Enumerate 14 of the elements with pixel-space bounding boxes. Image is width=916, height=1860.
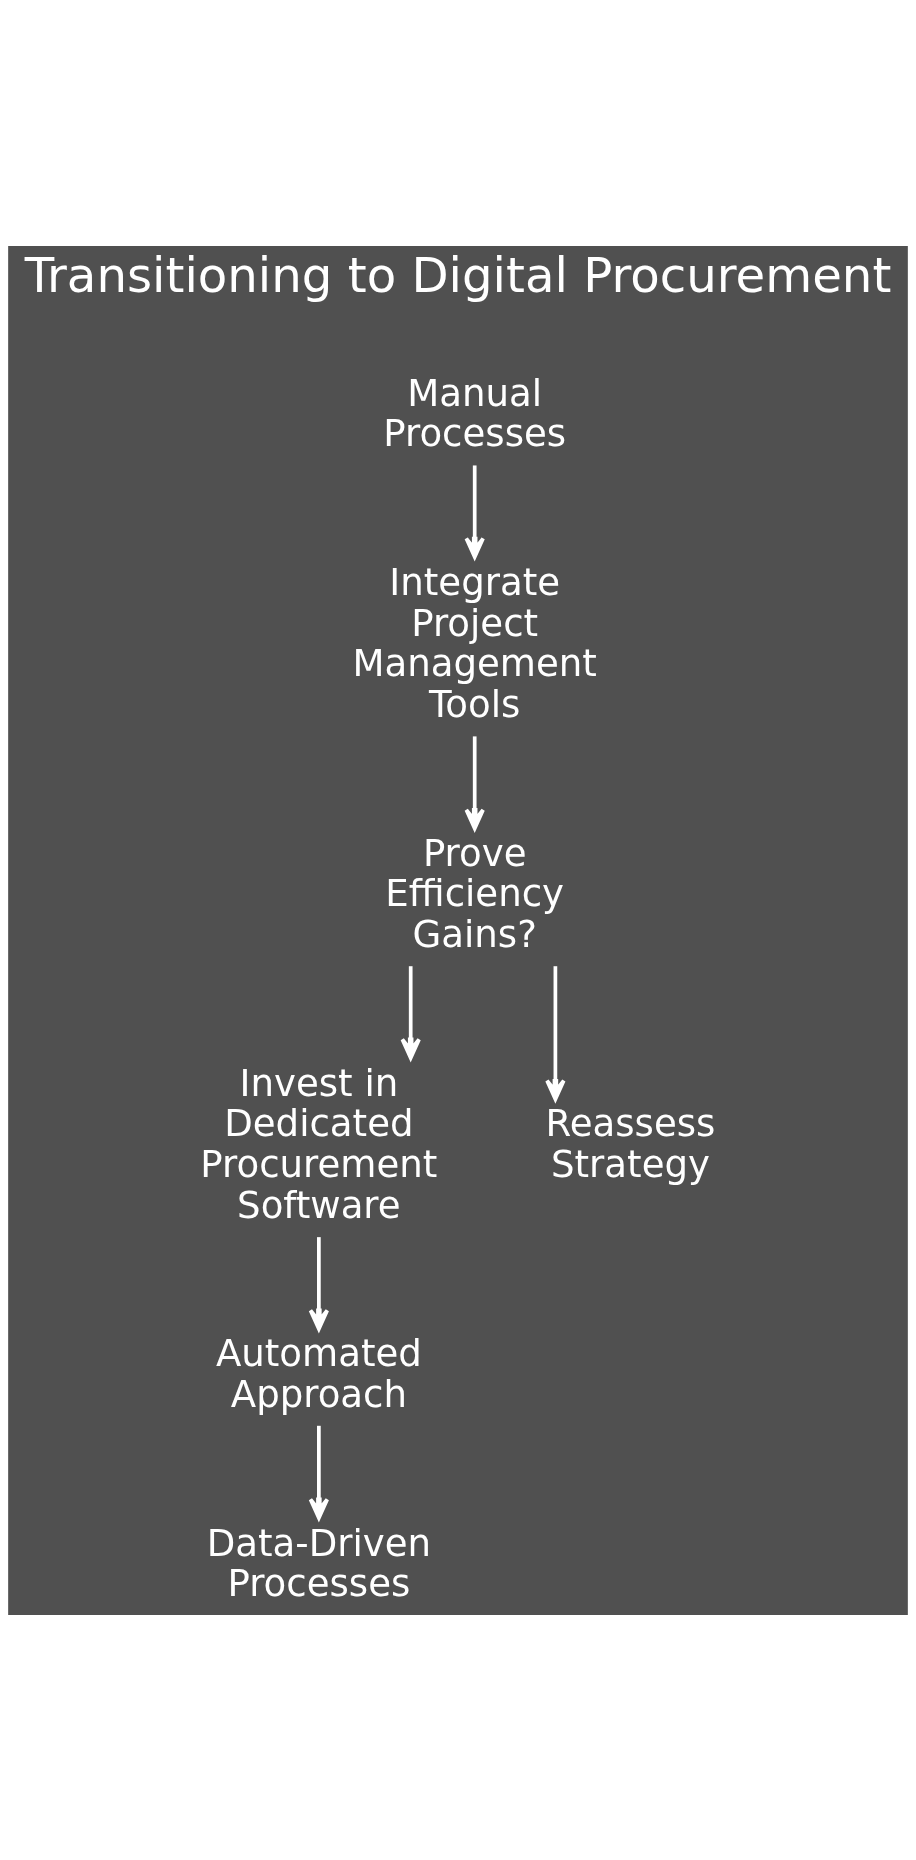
arrow	[400, 965, 421, 1060]
arrow	[545, 965, 566, 1101]
arrow	[464, 464, 485, 559]
node-text: Data-Driven Processes	[206, 1521, 432, 1605]
node-text: Integrate Project Management Tools	[352, 560, 597, 726]
node-text: Invest in Dedicated Procurement Software	[200, 1061, 438, 1227]
diagram-title: Transitioning to Digital Procurement	[24, 246, 892, 303]
node-text: Prove Efficiency Gains?	[385, 831, 565, 956]
arrow	[308, 1425, 330, 1520]
arrow	[308, 1236, 330, 1331]
node-text: Manual Processes	[383, 371, 567, 455]
node-text: Automated Approach	[215, 1331, 422, 1416]
node-text: Reassess Strategy	[545, 1101, 716, 1186]
arrow	[464, 735, 485, 830]
